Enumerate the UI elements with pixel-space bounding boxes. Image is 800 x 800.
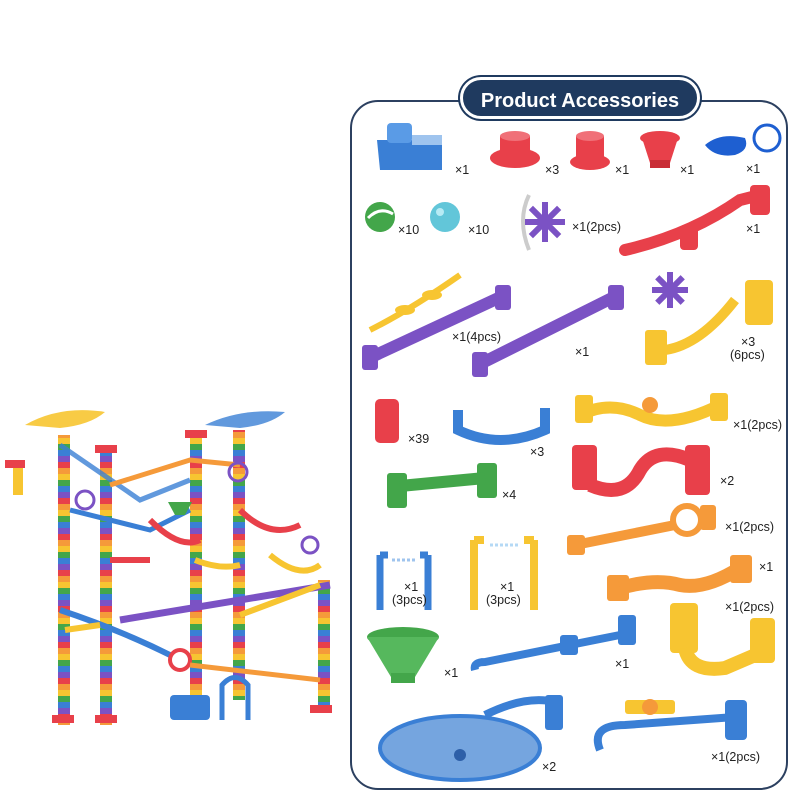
green-funnel-qty: ×1 bbox=[444, 666, 459, 680]
blue-wheel-track-image bbox=[585, 695, 785, 765]
blue-spiral-bowl-qty: ×2 bbox=[542, 760, 557, 774]
orange-loop-track-image bbox=[565, 500, 720, 560]
red-s-track-qty: ×2 bbox=[720, 474, 735, 488]
red-cap-tall-qty: ×1 bbox=[615, 163, 630, 177]
yellow-wheel-slide-qty-pcs: (6pcs) bbox=[730, 348, 765, 362]
purple-rail-qty: ×1 bbox=[575, 345, 590, 359]
purple-wheel-qty: ×1(2pcs) bbox=[572, 220, 621, 234]
panel-title: Product Accessories bbox=[460, 77, 700, 119]
red-s-track-image bbox=[570, 440, 715, 505]
blue-u-track-qty: ×3 bbox=[530, 445, 545, 459]
green-marble-image bbox=[363, 200, 397, 234]
red-cap-low-qty: ×3 bbox=[545, 163, 560, 177]
yellow-stand-qty-pcs: (3pcs) bbox=[486, 593, 521, 607]
blue-slide-qty: ×1 bbox=[615, 657, 630, 671]
purple-wheel-image bbox=[515, 190, 573, 255]
blue-spiral-bowl-image bbox=[375, 690, 575, 785]
green-funnel-image bbox=[363, 625, 443, 687]
yellow-wave-track-image bbox=[570, 385, 730, 435]
cyan-marble-image bbox=[428, 200, 462, 234]
red-cap-low-image bbox=[488, 128, 543, 173]
keychain-light-image bbox=[705, 120, 790, 160]
yellow-turn-piece-image bbox=[665, 598, 780, 688]
yellow-stand-image bbox=[462, 530, 547, 615]
green-bridge-image bbox=[385, 458, 500, 513]
orange-twist-track-image bbox=[605, 550, 755, 605]
cyan-marble-qty: ×10 bbox=[468, 223, 490, 237]
yellow-wave-track-qty: ×1(2pcs) bbox=[733, 418, 782, 432]
blue-u-track-image bbox=[450, 400, 555, 450]
yellow-turn-piece-qty: ×1(2pcs) bbox=[725, 600, 774, 614]
orange-loop-track-qty: ×1(2pcs) bbox=[725, 520, 774, 534]
yellow-rail-qty: ×1(4pcs) bbox=[452, 330, 501, 344]
yellow-rail-image bbox=[360, 265, 520, 375]
keychain-light-qty: ×1 bbox=[746, 162, 761, 176]
yellow-wheel-slide-qty: ×3 bbox=[741, 335, 756, 349]
blue-stand-qty-pcs: (3pcs) bbox=[392, 593, 427, 607]
green-bridge-qty: ×4 bbox=[502, 488, 517, 502]
blue-slide-image bbox=[470, 610, 640, 675]
red-tube-qty: ×39 bbox=[408, 432, 430, 446]
red-slide-qty: ×1 bbox=[746, 222, 761, 236]
launcher-base-image bbox=[372, 115, 452, 175]
red-funnel-cap-image bbox=[638, 128, 683, 173]
assembled-marble-run-image bbox=[0, 390, 345, 740]
red-slide-image bbox=[619, 180, 780, 260]
yellow-wheel-slide-image bbox=[640, 265, 780, 375]
blue-wheel-track-qty: ×1(2pcs) bbox=[711, 750, 760, 764]
orange-twist-track-qty: ×1 bbox=[759, 560, 774, 574]
red-tube-image bbox=[374, 398, 400, 444]
blue-stand-image bbox=[370, 545, 440, 615]
green-marble-qty: ×10 bbox=[398, 223, 420, 237]
red-cap-tall-image bbox=[568, 128, 613, 173]
purple-rail-image bbox=[470, 280, 630, 380]
red-funnel-cap-qty: ×1 bbox=[680, 163, 695, 177]
yellow-stand-qty: ×1 bbox=[500, 580, 515, 594]
launcher-base-qty: ×1 bbox=[455, 163, 470, 177]
blue-stand-qty: ×1 bbox=[404, 580, 419, 594]
